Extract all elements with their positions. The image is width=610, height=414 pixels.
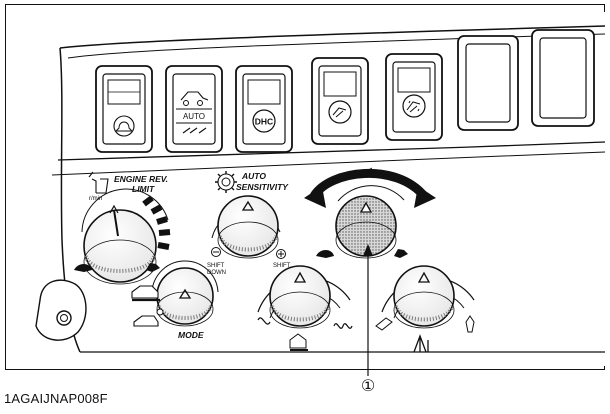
switch-dhc[interactable]: DHC bbox=[235, 65, 293, 153]
callout-1: ① bbox=[361, 244, 375, 395]
wave-low-icon bbox=[257, 317, 271, 325]
mode-dial[interactable]: MODE bbox=[131, 260, 219, 340]
arm-icon bbox=[413, 334, 429, 353]
triangle-marker-icon bbox=[359, 201, 373, 213]
travel-icon bbox=[180, 91, 209, 101]
engine-rev-limit-label-1: ENGINE REV. bbox=[114, 174, 168, 184]
switch-2[interactable]: AUTO bbox=[165, 65, 223, 153]
panel-body bbox=[10, 12, 606, 366]
switch-dhc-label: DHC bbox=[255, 117, 273, 127]
triangle-marker-icon bbox=[178, 288, 192, 299]
switch-5[interactable] bbox=[385, 53, 443, 141]
bucket-large-icon bbox=[465, 315, 475, 333]
triangle-marker-icon bbox=[293, 271, 307, 283]
switch-auto-label: AUTO bbox=[183, 112, 205, 121]
callout-number: ① bbox=[361, 376, 375, 395]
wave-high-icon bbox=[333, 323, 353, 329]
rabbit-icon bbox=[394, 249, 408, 258]
triangle-marker-icon bbox=[241, 200, 255, 211]
excavator-light-icon bbox=[133, 315, 159, 327]
auto-sensitivity-label-2: SENSITIVITY bbox=[236, 182, 289, 192]
engine-rev-limit-dial[interactable] bbox=[74, 188, 171, 285]
triangle-marker-icon bbox=[417, 271, 431, 283]
bucket-small-icon bbox=[375, 317, 393, 331]
arrow-right-head bbox=[414, 186, 436, 208]
excavator-heavy-icon bbox=[131, 285, 159, 299]
switch-blank-2[interactable] bbox=[531, 29, 595, 127]
switch-blank-1[interactable] bbox=[457, 35, 519, 131]
rev-limit-labels: r/min ENGINE REV. LIMIT bbox=[88, 171, 168, 202]
shift-label: SHIFT bbox=[273, 263, 291, 269]
panel-screw bbox=[35, 279, 87, 341]
switch-1[interactable] bbox=[95, 65, 153, 153]
plus-icon bbox=[278, 251, 284, 257]
switch-row: AUTO DHC bbox=[95, 29, 595, 153]
lower-right-dial[interactable] bbox=[375, 265, 475, 353]
auto-sensitivity-label-1: AUTO bbox=[241, 171, 266, 181]
throttle-dial[interactable] bbox=[304, 167, 436, 259]
turtle-icon bbox=[74, 264, 92, 272]
lower-center-dial[interactable] bbox=[257, 265, 353, 351]
turtle-icon bbox=[316, 250, 334, 258]
horn-icon bbox=[114, 121, 134, 132]
shift-down-label-1: SHIFT bbox=[207, 263, 225, 269]
engine-speed-icon bbox=[88, 171, 109, 194]
mode-label: MODE bbox=[178, 330, 204, 340]
rabbit-icon bbox=[146, 263, 160, 272]
shift-down-label-2: DOWN bbox=[207, 270, 226, 276]
arrow-left-head bbox=[304, 186, 326, 208]
figure-id: 1AGAIJNAP008F bbox=[4, 391, 108, 406]
auto-sensitivity-dial[interactable]: AUTO SENSITIVITY SHIFT DOWN SHIFT bbox=[207, 171, 291, 276]
wiper-icon bbox=[332, 107, 347, 118]
callout-arrow-icon bbox=[363, 244, 373, 256]
dial-top-icon bbox=[364, 167, 375, 176]
engine-rev-limit-label-2: LIMIT bbox=[132, 184, 155, 194]
rev-scale-bars bbox=[142, 195, 171, 250]
rpm-label: r/min bbox=[89, 196, 102, 202]
speed-icon bbox=[182, 127, 207, 134]
washer-icon bbox=[406, 100, 421, 113]
switch-4[interactable] bbox=[311, 57, 369, 145]
attachment-icon bbox=[289, 333, 307, 349]
